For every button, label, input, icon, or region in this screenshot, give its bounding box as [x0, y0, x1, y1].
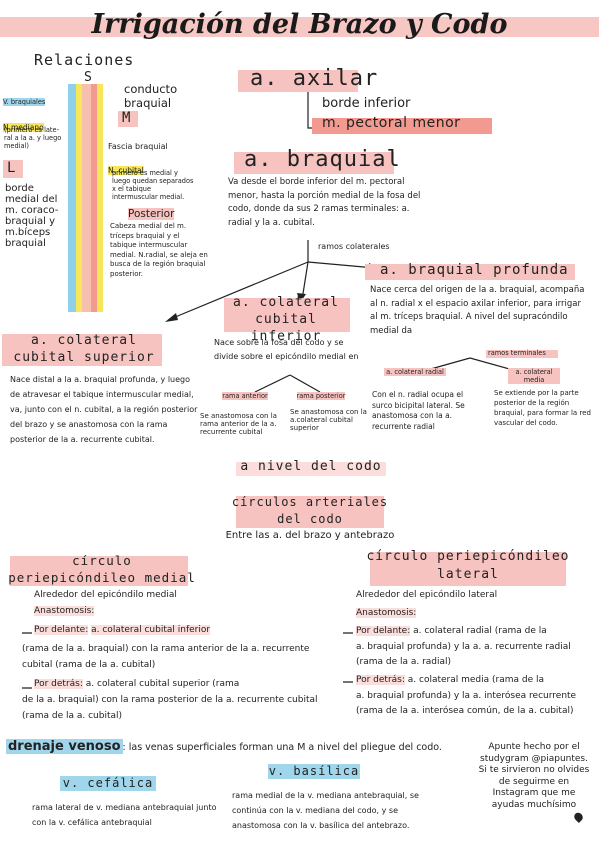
pectoral-menor: m. pectoral menor: [322, 115, 461, 131]
rama-posterior-text: Se anastomosa con la a.colateral cubital…: [290, 408, 367, 432]
medial-highlight: [10, 556, 188, 586]
medial-heading: círculo periepicóndileo medial: [8, 553, 196, 585]
label-medial: M: [122, 110, 132, 126]
lateral-delante-2: a. braquial profunda) y la a. a. recurre…: [356, 642, 571, 667]
medial-alrededor: Alrededor del epicóndilo medial: [34, 590, 177, 600]
lateral-delante: Por delante: a. colateral radial (rama d…: [356, 626, 547, 636]
cubital-superior-heading: a. colateral cubital superior: [13, 333, 155, 365]
arrow-to-profunda: [307, 261, 376, 269]
strip-vena: [68, 84, 76, 312]
colateral-radial-text: Con el n. radial ocupa el surco bicipita…: [372, 390, 465, 431]
nivel-codo-highlight: [236, 462, 386, 476]
ramos-terminales-bg: [486, 350, 558, 358]
small-arrows: [22, 632, 353, 689]
basilica-heading: v. basílica: [268, 764, 360, 779]
braquial-heading: a. braquial: [244, 147, 401, 172]
fascia-braquial: Fascia braquial: [108, 142, 168, 151]
arrow-to-cubital-superior: [167, 261, 309, 321]
label-superior: S: [84, 70, 93, 85]
ramos-colaterales: ramos colaterales: [318, 242, 390, 251]
lateral-highlight: [370, 552, 566, 586]
arrow-to-cubital-inferior: [301, 261, 309, 301]
label-medial-bg: [118, 111, 138, 127]
circulos-highlight: [236, 496, 384, 528]
cubital-inferior-split: [254, 374, 321, 393]
cubital-superior-text: Nace distal a la a. braquial profunda, y…: [10, 375, 198, 444]
cubital-superior-highlight: [2, 334, 162, 366]
profunda-highlight: [365, 264, 575, 280]
cubital-inferior-text: Nace sobre la fosa del codo y se divide …: [214, 338, 359, 361]
profunda-heading: a. braquial profunda: [380, 262, 569, 278]
lateral-heading: círculo periepicóndileo lateral: [366, 549, 570, 582]
rama-posterior-label: rama posterior: [296, 392, 346, 400]
braquial-text: Va desde el borde inferior del m. pector…: [228, 177, 421, 228]
strip-arteria-b: [91, 84, 97, 312]
drenaje-heading: drenaje venoso: [6, 739, 123, 754]
colateral-media-label: a. colateral media: [508, 368, 560, 384]
cubital-inferior-heading: a. colateral cubital inferior: [233, 295, 339, 344]
nivel-codo: a nivel del codo: [240, 459, 382, 474]
medial-detras: Por detrás: a. colateral cubital superio…: [34, 679, 240, 689]
entre-brazo-antebrazo: Entre las a. del brazo y antebrazo: [225, 530, 395, 541]
circulos-arteriales: círculos arteriales del codo: [231, 495, 389, 526]
strip-nervio-b: [97, 84, 103, 312]
label-lateral-bg: [3, 160, 23, 178]
colateral-media-text: Se extiende por la parte posterior de la…: [494, 389, 591, 427]
medial-anastomosis: Anastomosis:: [34, 606, 95, 616]
axilar-heading: a. axilar: [250, 66, 379, 91]
label-lateral: L: [7, 160, 17, 176]
n-mediano-note: (primero es late-ral a la a. y luego med…: [4, 126, 62, 150]
cubital-inferior-highlight: [224, 298, 350, 332]
n-cubital-label: N. cubital: [108, 166, 144, 175]
strip-nervio: [76, 84, 82, 312]
medial-delante-2: (rama de la a. braquial) con la rama ant…: [22, 644, 310, 670]
profunda-text: Nace cerca del origen de la a. braquial,…: [370, 285, 585, 336]
footer-credit: Apunte hecho por el studygram @piapuntes…: [478, 742, 590, 810]
relaciones-heading: Relaciones: [34, 51, 135, 69]
drenaje-text: drenaje venoso: las venas superficiales …: [6, 739, 442, 754]
ramos-terminales: ramos terminales: [488, 349, 546, 357]
lateral-anastomosis: Anastomosis:: [356, 608, 417, 618]
n-cubital-note: primero es medial y luego quedan separad…: [112, 169, 194, 201]
rama-anterior-label: rama anterior: [222, 392, 268, 400]
medial-delante: Por delante: a. colateral cubital inferi…: [34, 625, 211, 635]
colateral-radial-label: a. colateral radial: [384, 368, 446, 376]
medial-detras-2: de la a. braquial) con la rama posterior…: [22, 695, 318, 721]
axilar-highlight: [238, 70, 358, 92]
arrowhead-left: [165, 313, 178, 322]
strip-arteria-a: [82, 84, 91, 312]
conducto-braquial: conducto braquial: [124, 82, 178, 110]
borde-inferior: borde inferior: [322, 96, 411, 111]
posterior-note: Cabeza medial del m. tríceps braquial y …: [110, 222, 208, 278]
cefalica-text: rama lateral de v. mediana antebraquial …: [32, 803, 217, 827]
basilica-text: rama medial de la v. mediana antebraquia…: [232, 791, 419, 830]
lateral-detras: Por detrás: a. colateral media (rama de …: [356, 675, 545, 685]
lateral-detras-2: a. braquial profunda) y la a. interósea …: [356, 691, 577, 716]
n-mediano-label: N.mediano: [3, 123, 44, 132]
cefalica-heading: v. cefálica: [60, 776, 156, 791]
title-highlight: [0, 17, 599, 37]
pectoral-highlight: [312, 118, 492, 134]
rama-anterior-text: Se anastomosa con la rama anterior de la…: [200, 412, 277, 436]
braquial-highlight: [234, 152, 394, 174]
borde-medial-text: borde medial del m. coraco-braquial y m.…: [5, 183, 59, 249]
lateral-alrededor: Alrededor del epicóndilo lateral: [356, 590, 498, 600]
v-braquiales-label: V. braquiales: [3, 98, 46, 106]
page-title: Irrigación del Brazo y Codo: [91, 9, 508, 40]
posterior-label: Posterior: [128, 208, 175, 220]
